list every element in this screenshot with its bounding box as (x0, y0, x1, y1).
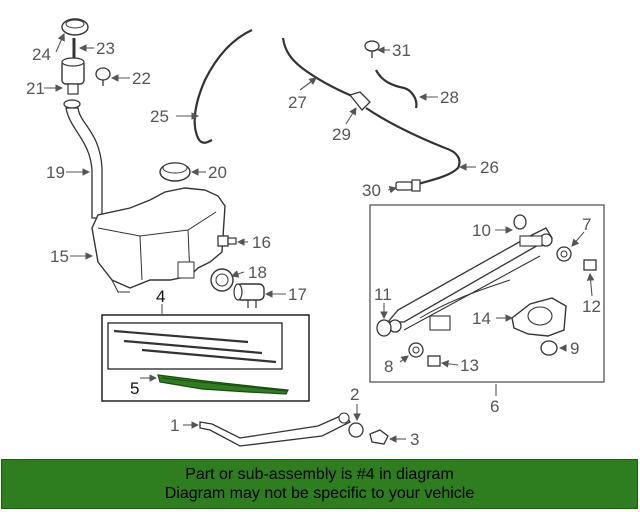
callout-12: 12 (582, 297, 601, 316)
callout-2: 2 (350, 385, 359, 404)
wiper-motor-14 (511, 297, 567, 337)
wiper-blade-5-highlighted (157, 374, 289, 395)
callout-1: 1 (170, 416, 179, 435)
washer-pump-21 (61, 57, 85, 95)
callout-7: 7 (582, 215, 591, 234)
hose-26 (365, 107, 461, 186)
linkage-assembly (386, 227, 553, 333)
callout-13: 13 (460, 356, 479, 375)
callout-9: 9 (570, 339, 579, 358)
wiper-arm-1 (199, 412, 351, 447)
callout-6: 6 (490, 397, 499, 416)
bushing-8 (408, 342, 424, 358)
callout-20: 20 (208, 163, 227, 182)
filler-neck-19 (63, 99, 103, 219)
hose-25 (193, 28, 256, 144)
nut-2 (348, 422, 364, 438)
hose-27 (281, 37, 353, 98)
callout-5: 5 (130, 379, 139, 398)
cap-3 (369, 429, 389, 445)
pivot-10 (513, 214, 527, 230)
callout-27: 27 (288, 93, 307, 112)
callout-31: 31 (392, 41, 411, 60)
callout-10: 10 (472, 221, 491, 240)
callout-17: 17 (288, 285, 307, 304)
callout-labels: 24 23 21 22 19 15 20 16 18 17 25 27 29 3… (26, 39, 601, 449)
nozzle-30 (395, 179, 421, 192)
info-banner: Part or sub-assembly is #4 in diagram Di… (1, 459, 638, 509)
callout-23: 23 (96, 39, 115, 58)
callout-16: 16 (252, 233, 271, 252)
callout-28: 28 (440, 88, 459, 107)
clip-31 (364, 40, 380, 58)
callout-4: 4 (156, 287, 165, 306)
joint-29 (348, 91, 371, 111)
callout-18: 18 (248, 263, 267, 282)
hose-28 (375, 69, 418, 109)
reservoir-cap-20 (159, 162, 191, 182)
reservoir-15 (91, 187, 226, 293)
callout-29: 29 (332, 125, 351, 144)
grommet-22 (95, 67, 111, 86)
callout-14: 14 (472, 309, 491, 328)
bolt-13 (427, 355, 441, 367)
callout-30: 30 (362, 181, 381, 200)
callout-11: 11 (374, 285, 392, 304)
pivot-11 (376, 319, 392, 337)
callout-19: 19 (46, 163, 65, 182)
callout-15: 15 (50, 247, 69, 266)
callout-26: 26 (480, 158, 499, 177)
wiper-refill-strips (113, 329, 277, 364)
grommet-9 (540, 340, 558, 356)
bushing-7 (556, 246, 572, 262)
leader-lines (44, 32, 595, 443)
banner-line-1: Part or sub-assembly is #4 in diagram (185, 466, 454, 483)
washer-cap-24 (61, 18, 89, 36)
banner-line-2: Diagram may not be specific to your vehi… (164, 485, 475, 502)
callout-21: 21 (26, 79, 45, 98)
callout-8: 8 (384, 357, 393, 376)
bolt-12 (583, 259, 597, 271)
callout-25: 25 (150, 107, 169, 126)
parts-diagram: 24 23 21 22 19 15 20 16 18 17 25 27 29 3… (26, 18, 605, 449)
washer-motor-17 (233, 283, 265, 308)
grommet-18 (210, 268, 234, 292)
bolt-16 (217, 235, 237, 247)
callout-3: 3 (410, 430, 419, 449)
callout-24: 24 (32, 45, 51, 64)
callout-22: 22 (132, 69, 151, 88)
